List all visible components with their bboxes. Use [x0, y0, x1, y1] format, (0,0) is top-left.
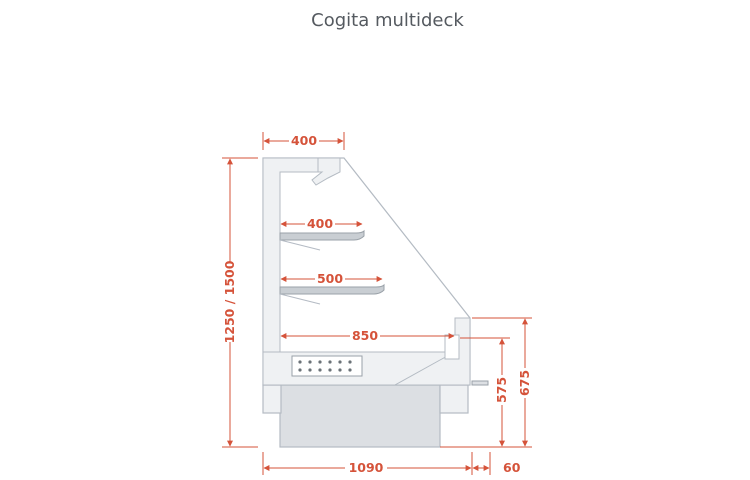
dim-base-depth: 850: [352, 328, 378, 343]
dimension-labels: 400 400 500 850 1250 / 1500 1090 60 575 …: [222, 133, 532, 475]
shelf-upper: [279, 229, 365, 241]
dim-upper-shelf: 400: [307, 216, 333, 231]
dim-front-height-outer: 675: [517, 370, 532, 396]
dim-total-width: 1090: [349, 460, 384, 475]
cabinet: [262, 157, 489, 448]
cabinet-outline: [262, 157, 471, 386]
dim-front-offset: 60: [503, 460, 521, 475]
dim-front-height-inner: 575: [494, 377, 509, 403]
front-riser: [444, 334, 460, 360]
dim-total-height: 1250 / 1500: [222, 260, 237, 343]
cabinet-plinth-front: [439, 384, 469, 414]
shelf-middle: [279, 283, 385, 295]
dim-top-width: 400: [291, 133, 317, 148]
page-title: Cogita multideck: [311, 10, 464, 31]
cabinet-base: [279, 384, 441, 448]
dim-middle-shelf: 500: [317, 271, 343, 286]
canopy-light: [311, 157, 341, 186]
front-foot: [471, 380, 489, 386]
control-dots: [298, 360, 352, 372]
cabinet-plinth-back: [262, 384, 282, 414]
control-panel: [291, 355, 363, 377]
